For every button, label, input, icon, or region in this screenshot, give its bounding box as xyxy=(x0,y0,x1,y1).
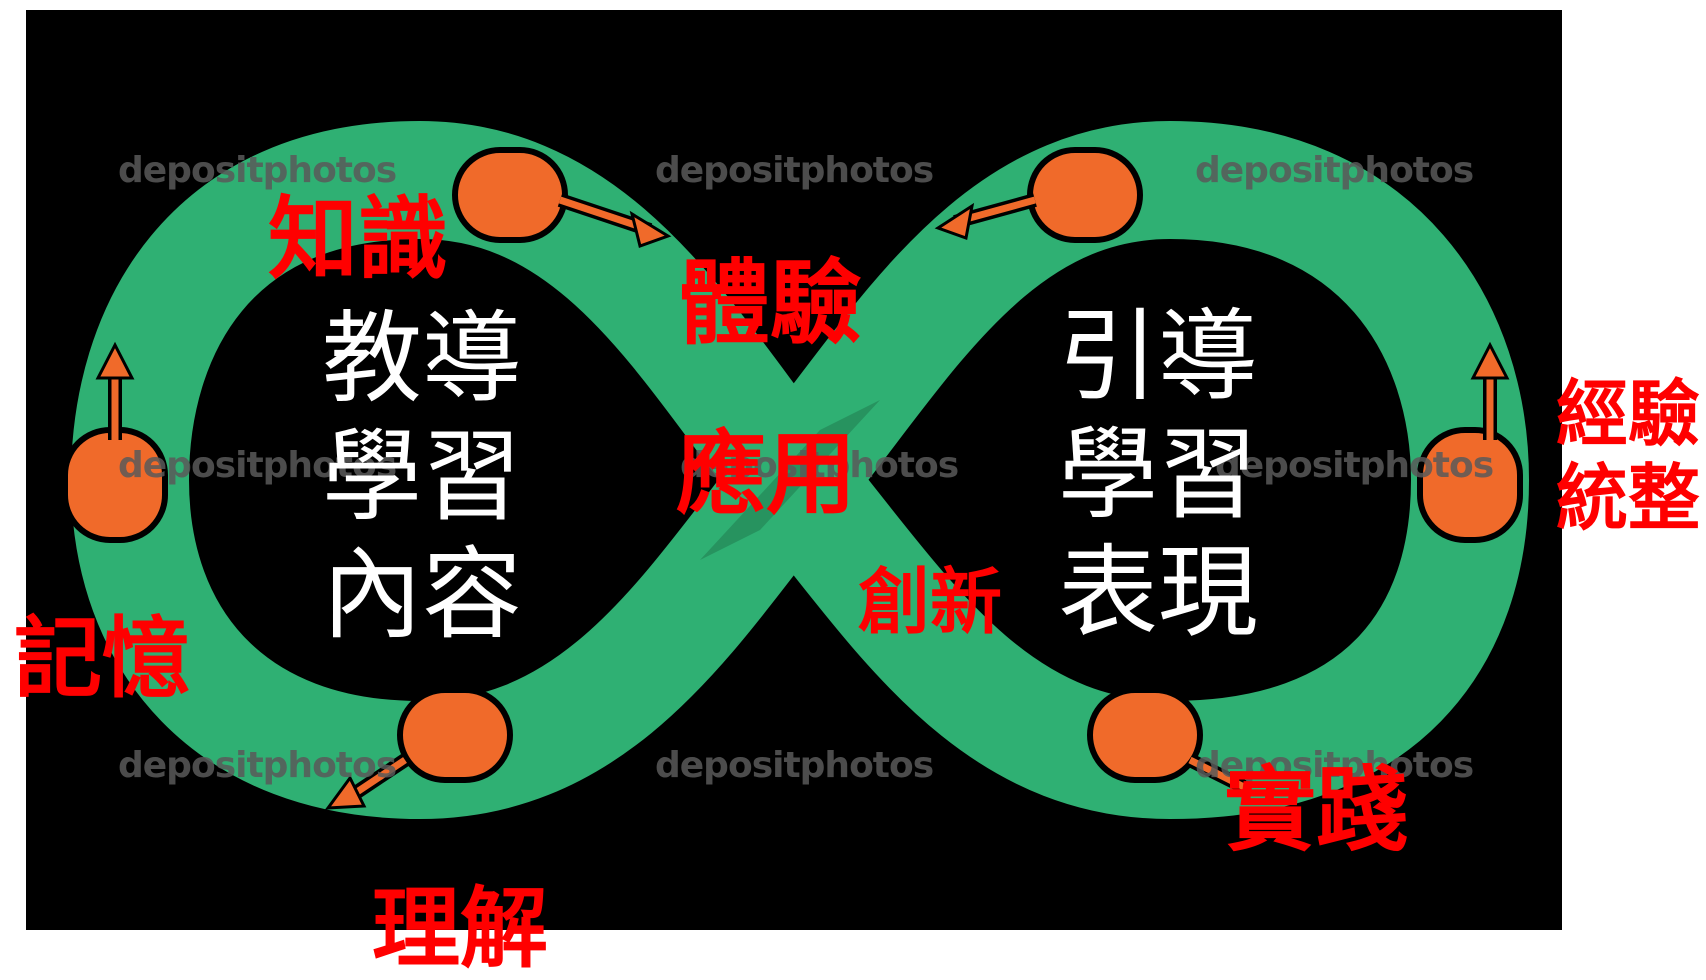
left-loop-title: 教導 學習 內容 xyxy=(322,300,522,654)
hand-right xyxy=(1417,341,1523,543)
right-loop-title-line: 學習 xyxy=(1058,416,1258,533)
label-innovation: 創新 xyxy=(858,560,1003,644)
band-crossing-shade xyxy=(700,400,880,560)
watermark: depositphotos xyxy=(1195,150,1474,191)
right-loop-title: 引導 學習 表現 xyxy=(1058,298,1258,652)
watermark: depositphotos xyxy=(118,150,397,191)
hand-top-left xyxy=(452,147,672,248)
label-understanding: 理解 xyxy=(372,877,549,980)
label-knowledge: 知識 xyxy=(268,187,448,292)
watermark: depositphotos xyxy=(1195,745,1474,786)
left-loop-title-line: 內容 xyxy=(322,536,522,653)
watermark: depositphotos xyxy=(655,150,934,191)
hand-bottom-left xyxy=(324,687,513,810)
watermark: depositphotos xyxy=(680,445,959,486)
label-integration: 經驗 統整 xyxy=(1556,372,1700,540)
label-application: 應用 xyxy=(676,422,856,527)
label-practice: 實踐 xyxy=(1224,757,1409,864)
right-loop-title-line: 表現 xyxy=(1058,534,1258,651)
right-loop-title-line: 引導 xyxy=(1058,298,1258,415)
hand-bottom-right xyxy=(1087,687,1254,797)
label-integration-line: 經驗 xyxy=(1556,372,1701,456)
watermark: depositphotos xyxy=(118,745,397,786)
watermark: depositphotos xyxy=(118,445,397,486)
left-loop-title-line: 學習 xyxy=(322,418,522,535)
hand-left xyxy=(62,341,168,543)
label-memory: 記憶 xyxy=(14,607,191,710)
left-loop-title-line: 教導 xyxy=(322,300,522,417)
hand-top-right xyxy=(934,147,1143,243)
watermark: depositphotos xyxy=(1215,445,1494,486)
label-integration-line: 統整 xyxy=(1556,456,1701,540)
label-experience: 體驗 xyxy=(678,250,863,357)
watermark: depositphotos xyxy=(655,745,934,786)
